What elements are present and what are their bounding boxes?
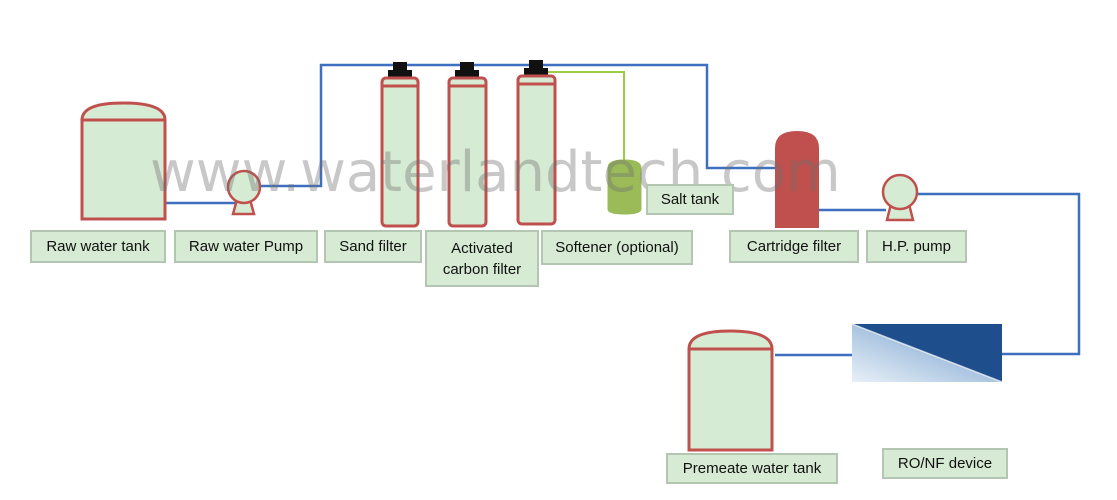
label-premeate-water-tank: Premeate water tank	[666, 453, 838, 484]
label-ro-nf-device-text: RO/NF device	[897, 455, 993, 472]
label-cartridge-filter-text: Cartridge filter	[746, 238, 842, 255]
softener-vessel	[516, 60, 557, 226]
label-cartridge-filter: Cartridge filter	[729, 230, 859, 263]
label-softener: Softener (optional)	[541, 230, 693, 265]
label-activated-carbon-line2: carbon filter	[442, 260, 522, 278]
premeate-water-tank	[687, 329, 774, 452]
label-hp-pump: H.P. pump	[866, 230, 967, 263]
label-salt-tank-text: Salt tank	[660, 191, 720, 208]
label-activated-carbon-line1: Activated	[451, 239, 513, 257]
raw-water-pump-icon	[226, 169, 262, 216]
label-sand-filter-text: Sand filter	[339, 238, 407, 255]
sand-filter-vessel	[380, 62, 420, 228]
hp-pump-icon	[881, 173, 919, 222]
label-raw-water-pump: Raw water Pump	[174, 230, 318, 263]
raw-water-tank	[80, 101, 167, 221]
activated-carbon-filter-vessel	[447, 62, 488, 228]
label-softener-text: Softener (optional)	[555, 239, 679, 256]
pipe-lines	[164, 63, 1081, 357]
pipe-hp-pump-to-ro	[918, 192, 1081, 356]
ro-nf-membrane	[851, 323, 1003, 383]
pipe-pump-to-filters	[258, 63, 775, 188]
label-raw-water-tank-text: Raw water tank	[46, 238, 150, 255]
label-sand-filter: Sand filter	[324, 230, 422, 263]
salt-tank	[607, 159, 642, 215]
label-ro-nf-device: RO/NF device	[882, 448, 1008, 479]
label-salt-tank: Salt tank	[646, 184, 734, 215]
brine-line	[548, 71, 625, 162]
label-raw-water-tank: Raw water tank	[30, 230, 166, 263]
label-raw-water-pump-text: Raw water Pump	[188, 238, 304, 255]
label-premeate-water-tank-text: Premeate water tank	[682, 460, 822, 477]
cartridge-filter	[775, 131, 819, 228]
label-activated-carbon-filter: Activated carbon filter	[425, 230, 539, 287]
label-hp-pump-text: H.P. pump	[882, 238, 951, 255]
